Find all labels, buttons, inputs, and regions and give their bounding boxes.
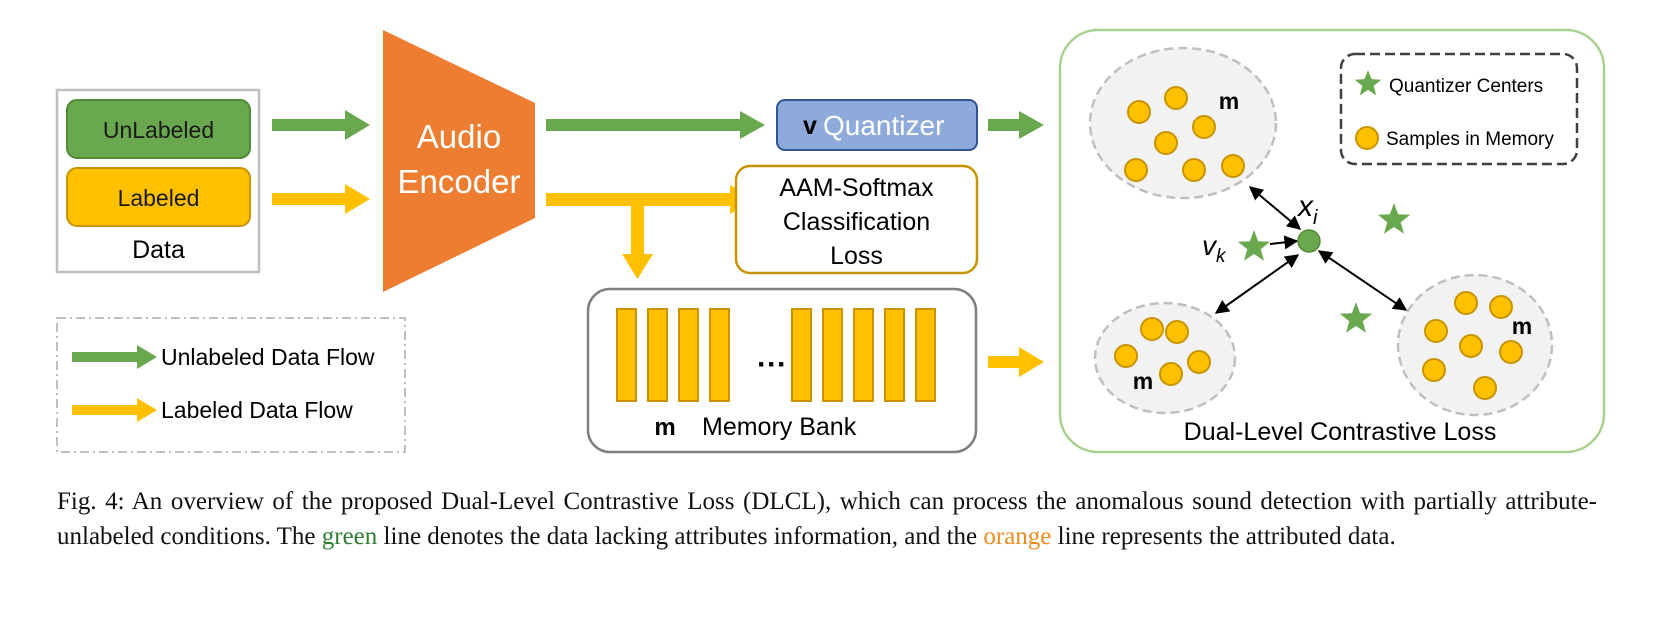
quantizer-centers: [1237, 203, 1411, 333]
vk-star: [1237, 230, 1271, 261]
aam-line1: AAM-Softmax: [779, 174, 934, 202]
labeled-flow-arrow: [72, 398, 157, 422]
labeled-data-label: Labeled: [118, 185, 200, 211]
labeled-flow-label: Labeled Data Flow: [161, 397, 353, 423]
memory-cluster-bottom-left: [1093, 301, 1237, 415]
figure-caption: Fig. 4: An overview of the proposed Dual…: [57, 484, 1597, 554]
cluster-right-m: m: [1512, 313, 1532, 339]
legend-sample-icon: [1355, 126, 1379, 150]
memory-sample-dot: [1473, 376, 1497, 400]
memory-sample-dot: [1164, 86, 1188, 110]
caption-part1: Fig. 4: An overview of the proposed Dual…: [57, 488, 1597, 550]
memory-slot: [915, 308, 936, 402]
encoder-to-quantizer-arrow: [546, 111, 765, 139]
caption-part3: line represents the attributed data.: [1051, 523, 1396, 550]
memory-slot: [616, 308, 637, 402]
caption-part2: line denotes the data lacking attributes…: [377, 523, 984, 550]
aam-line3: Loss: [830, 242, 883, 270]
memory-sample-dot: [1114, 344, 1138, 368]
memory-sample-dot: [1454, 291, 1478, 315]
cluster-left-m: m: [1133, 368, 1153, 394]
memory-slot: [853, 308, 874, 402]
memory-sample-dot: [1182, 158, 1206, 182]
legend-samples-label: Samples in Memory: [1386, 129, 1554, 150]
memory-slot: [709, 308, 730, 402]
unlabeled-flow-arrow: [72, 345, 157, 369]
unlabeled-data-label: UnLabeled: [103, 117, 214, 143]
quantizer-label: Quantizer: [823, 110, 944, 141]
memory-sample-dot: [1192, 115, 1216, 139]
memory-sample-dot: [1159, 362, 1183, 386]
xi-to-right-cluster-arrow: [1317, 250, 1408, 311]
memory-sample-dot: [1424, 319, 1448, 343]
xi-to-left-cluster-arrow: [1214, 254, 1300, 314]
memory-slots: [616, 308, 936, 402]
labeled-to-encoder-arrow: [272, 184, 370, 214]
quantizer-center-star: [1377, 203, 1411, 234]
audio-encoder: Audio Encoder: [383, 30, 535, 292]
flow-legend: Unlabeled Data Flow Labeled Data Flow: [56, 317, 406, 453]
dlcl-panel: m m m xi vk Quantizer Centers Samples in…: [1058, 28, 1606, 454]
memory-sample-dot: [1165, 320, 1189, 344]
caption-green-word: green: [321, 523, 378, 550]
memory-slot: [678, 308, 699, 402]
memory-samples: [1114, 86, 1523, 400]
quantizer-center-star: [1339, 302, 1373, 333]
quantizer-block: v Quantizer: [776, 99, 978, 151]
quantizer-to-dlcl-arrow: [988, 111, 1044, 139]
memory-sample-dot: [1127, 100, 1151, 124]
audio-encoder-line1: Audio: [417, 118, 501, 155]
encoder-to-memory-arrow: [622, 199, 653, 279]
memory-sample-dot: [1459, 334, 1483, 358]
aam-line2: Classification: [783, 208, 930, 236]
data-box-title: Data: [132, 236, 185, 264]
memory-to-dlcl-arrow: [988, 347, 1044, 377]
unlabeled-to-encoder-arrow: [272, 110, 370, 140]
memory-bank-label: Memory Bank: [702, 413, 857, 441]
memory-sample-dot: [1221, 154, 1245, 178]
unlabeled-flow-label: Unlabeled Data Flow: [161, 344, 375, 370]
sample-xi-point: [1297, 229, 1321, 253]
audio-encoder-line2: Encoder: [398, 163, 521, 200]
data-box: UnLabeled Labeled Data: [55, 88, 261, 274]
memory-sample-dot: [1140, 317, 1164, 341]
memory-sample-dot: [1154, 131, 1178, 155]
quantizer-symbol: v: [803, 112, 817, 140]
legend-star-icon: [1354, 70, 1382, 96]
legend-star-icon-shape: [1354, 70, 1382, 96]
memory-slot: [647, 308, 668, 402]
vk-label: vk: [1202, 230, 1227, 267]
memory-slot: [791, 308, 812, 402]
legend-centers-label: Quantizer Centers: [1389, 76, 1543, 97]
encoder-to-aam-arrow: [546, 185, 755, 214]
memory-sample-dot: [1499, 340, 1523, 364]
memory-cluster-top: [1088, 46, 1278, 200]
memory-m-label: m: [654, 414, 675, 441]
memory-bank: ··· m Memory Bank: [586, 287, 978, 454]
labeled-data-block: [66, 167, 251, 227]
cluster-top-m: m: [1219, 88, 1239, 114]
caption-orange-word: orange: [983, 523, 1052, 550]
dlcl-title: Dual-Level Contrastive Loss: [1184, 418, 1497, 446]
dlcl-legend: [1339, 52, 1579, 166]
memory-sample-dot: [1489, 295, 1513, 319]
vk-to-xi-arrow: [1269, 235, 1299, 250]
unlabeled-data-block: [66, 99, 251, 159]
memory-sample-dot: [1124, 158, 1148, 182]
xi-label: xi: [1296, 190, 1318, 229]
memory-slot: [884, 308, 905, 402]
memory-slot: [822, 308, 843, 402]
memory-sample-dot: [1422, 358, 1446, 382]
memory-ellipsis: ···: [757, 348, 787, 381]
xi-to-top-cluster-arrow: [1248, 186, 1302, 230]
aam-softmax-box: AAM-Softmax Classification Loss: [734, 164, 979, 275]
memory-sample-dot: [1187, 350, 1211, 374]
